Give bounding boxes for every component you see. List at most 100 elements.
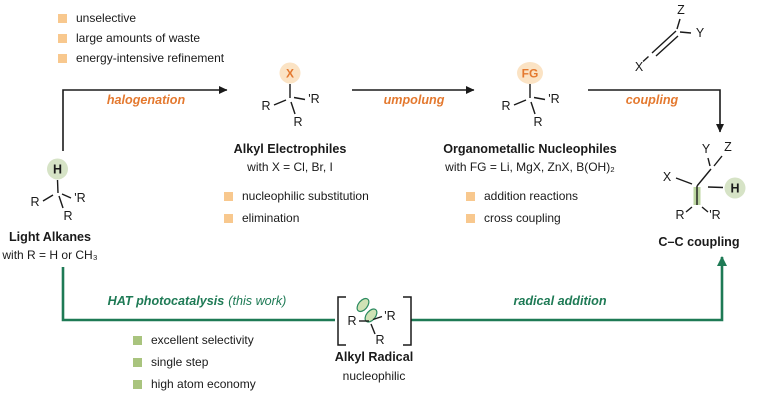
reaction-text: elimination: [242, 211, 300, 225]
bond: [679, 31, 692, 34]
orange-bullet-icon: [58, 53, 67, 63]
bond: [676, 18, 681, 30]
bond: [293, 96, 306, 101]
bond: [61, 193, 72, 199]
bond: [685, 206, 693, 213]
halogenation-label: halogenation: [106, 93, 186, 107]
bond: [372, 315, 383, 321]
list-item: cross coupling: [466, 207, 578, 229]
r-label: R: [293, 115, 302, 129]
reaction-text: cross coupling: [484, 211, 561, 225]
double-bond: [655, 35, 679, 57]
r-prime-label: 'R: [384, 309, 395, 323]
light-alkanes-title: Light Alkanes: [8, 230, 92, 244]
r-prime-label: 'R: [74, 191, 85, 205]
r-label: R: [261, 99, 270, 113]
bond: [530, 101, 536, 115]
h-atom-label: H: [730, 182, 739, 196]
list-item: addition reactions: [466, 185, 578, 207]
orange-bullet-icon: [58, 13, 67, 23]
r-label: R: [501, 99, 510, 113]
bond: [273, 99, 287, 106]
list-item: excellent selectivity: [133, 329, 256, 351]
radical-orbital-lobe: [356, 297, 370, 313]
orange-bullet-icon: [466, 191, 475, 201]
hat-label-main: HAT photocatalysis: [107, 294, 225, 308]
fg-atom-label: FG: [522, 67, 539, 81]
alkyl-radical-structure: R 'R R: [337, 296, 412, 347]
bond: [696, 168, 712, 187]
reaction-text: addition reactions: [484, 189, 579, 203]
r-label: R: [30, 195, 39, 209]
bond: [713, 155, 723, 167]
alkyl-radical-title: Alkyl Radical: [334, 350, 414, 364]
double-bond: [651, 30, 677, 54]
list-item: elimination: [224, 207, 369, 229]
drawback-text: unselective: [76, 11, 137, 25]
product-title: C–C coupling: [658, 235, 740, 249]
alkyl-electrophile-structure: X R 'R R: [261, 62, 320, 129]
r-prime-label: 'R: [709, 208, 720, 222]
organometallic-structure: FG R 'R R: [501, 62, 560, 129]
r-label: R: [675, 208, 684, 222]
r-label: R: [533, 115, 542, 129]
hat-photocatalysis-label: HAT photocatalysis(this work): [108, 294, 287, 308]
orange-bullet-icon: [224, 213, 233, 223]
r-label: R: [375, 333, 384, 347]
alkene-structure: X Z Y: [635, 3, 705, 74]
reaction-text: nucleophilic substitution: [242, 189, 369, 203]
advantage-text: high atom economy: [151, 377, 256, 391]
list-item: energy-intensive refinement: [58, 48, 224, 68]
h-atom-label: H: [53, 163, 62, 177]
light-alkanes-subtitle: with R = H or CH₃: [2, 248, 98, 262]
advantage-text: excellent selectivity: [151, 333, 254, 347]
bond: [56, 179, 59, 194]
alkyl-electrophiles-title: Alkyl Electrophiles: [233, 142, 347, 156]
list-item: large amounts of waste: [58, 28, 224, 48]
coupling-label: coupling: [625, 93, 679, 107]
organometallic-subtitle: with FG = Li, MgX, ZnX, B(OH)₂: [445, 160, 615, 174]
x-highlight-circle: [279, 62, 301, 84]
list-item: single step: [133, 351, 256, 373]
green-bullet-icon: [133, 335, 142, 345]
alkyl-radical-subtitle: nucleophilic: [342, 369, 406, 383]
advantage-text: single step: [151, 355, 209, 369]
drawbacks-list: unselective large amounts of waste energ…: [58, 8, 224, 68]
orange-bullet-icon: [224, 191, 233, 201]
drawback-text: large amounts of waste: [76, 31, 201, 45]
h-highlight-circle: [724, 177, 746, 199]
organometallic-title: Organometallic Nucleophiles: [443, 142, 617, 156]
bond: [675, 177, 693, 185]
bond: [370, 323, 376, 335]
umpolung-label: umpolung: [383, 93, 445, 107]
y-label: Y: [696, 26, 705, 40]
advantages-list: excellent selectivity single step high a…: [133, 329, 256, 395]
halogenation-arrow: [62, 86, 228, 151]
bond: [701, 206, 709, 213]
x-label: X: [635, 60, 644, 74]
z-label: Z: [677, 3, 685, 17]
coupling-arrow: [588, 89, 724, 133]
bond: [513, 99, 527, 106]
x-atom-label: X: [286, 67, 294, 81]
fg-highlight-circle: [517, 62, 543, 84]
bond: [707, 186, 724, 189]
r-label: R: [63, 209, 72, 223]
bond: [642, 55, 649, 63]
y-label: Y: [702, 142, 711, 156]
radical-addition-arrow: [411, 256, 727, 322]
radical-addition-label: radical addition: [513, 294, 607, 308]
hat-path: [61, 267, 335, 322]
orange-bullet-icon: [466, 213, 475, 223]
orange-bullet-icon: [58, 33, 67, 43]
right-bracket: [403, 296, 412, 346]
light-alkanes-structure: H R 'R R: [30, 158, 86, 223]
electrophile-reactions-list: nucleophilic substitution elimination: [224, 185, 369, 229]
r-prime-label: 'R: [308, 92, 319, 106]
x-label: X: [663, 170, 672, 184]
r-prime-label: 'R: [548, 92, 559, 106]
bond: [533, 96, 546, 101]
list-item: nucleophilic substitution: [224, 185, 369, 207]
